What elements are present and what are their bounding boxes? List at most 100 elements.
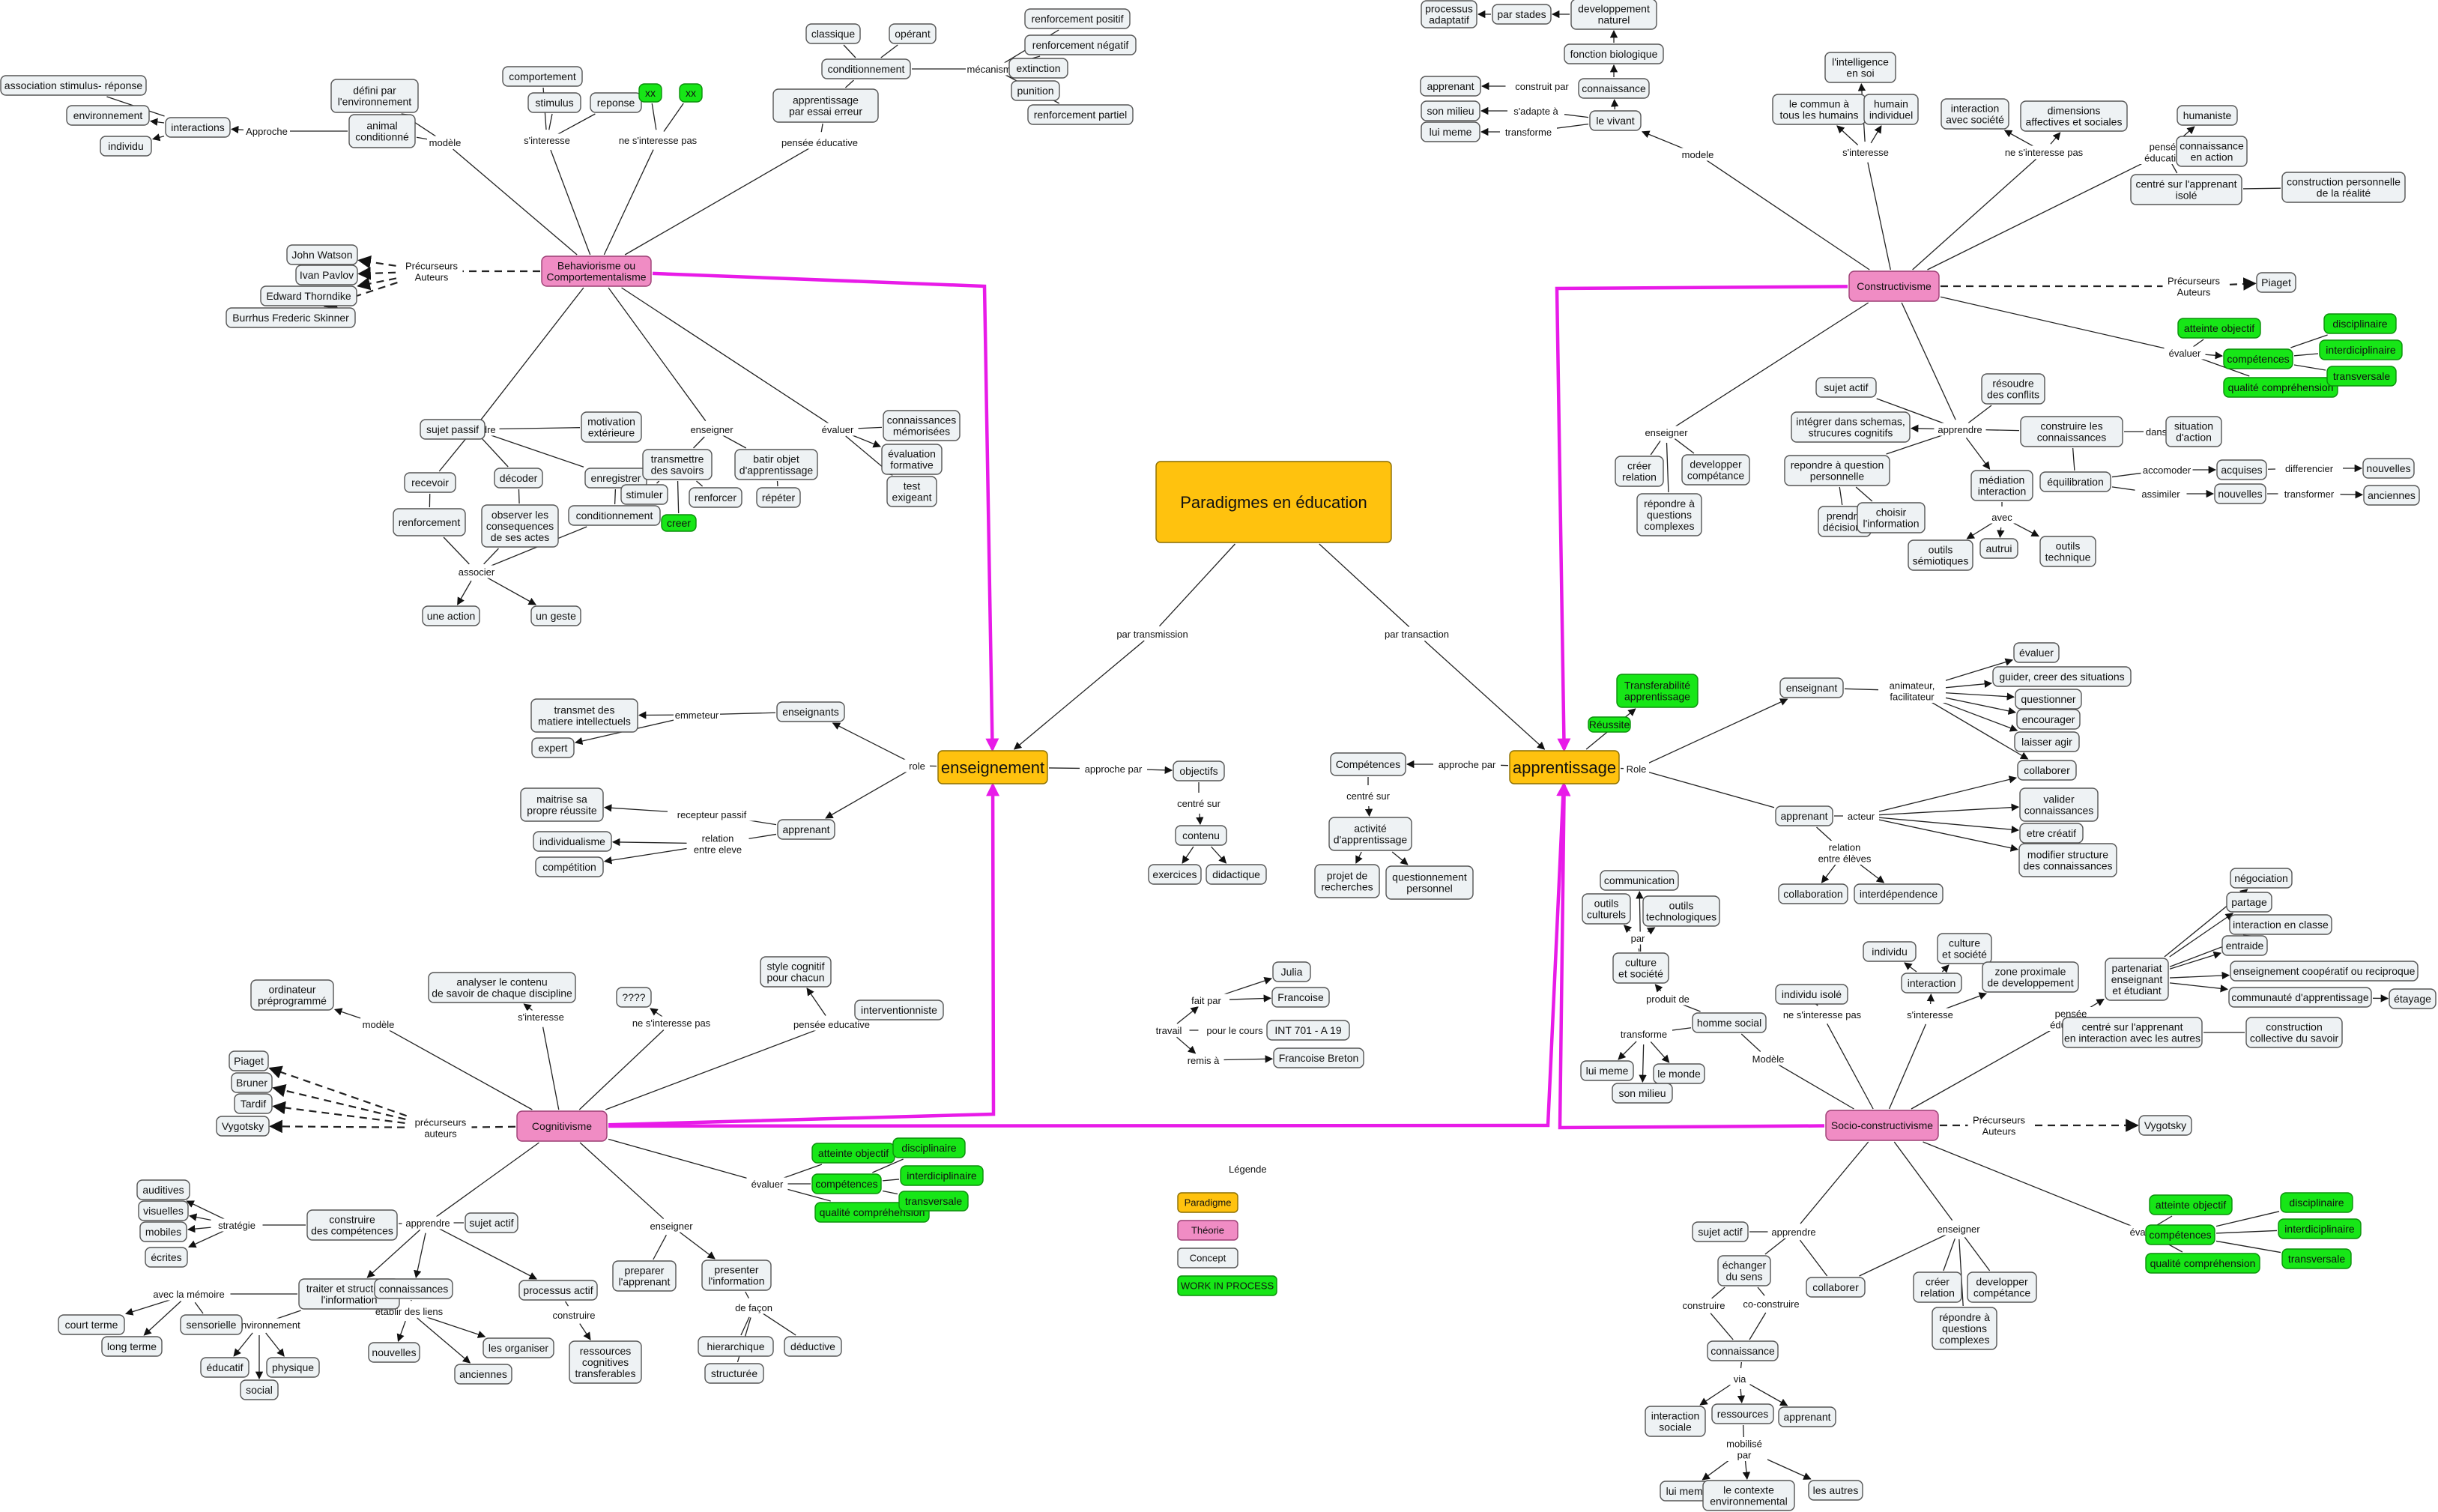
node-k-luimeme[interactable]: lui meme: [1421, 121, 1480, 142]
node-c-nouvelles[interactable]: nouvelles: [368, 1342, 420, 1363]
node-a-creatif[interactable]: etre créatif: [2019, 823, 2084, 844]
node-s-autres[interactable]: les autres: [1808, 1480, 1863, 1501]
node-t-julia[interactable]: Julia: [1272, 961, 1311, 982]
node-s-vygotsky[interactable]: Vygotsky: [2138, 1115, 2192, 1136]
node-b-thorndike[interactable]: Edward Thorndike: [260, 285, 357, 306]
node-c-disciplinaire[interactable]: disciplinaire: [892, 1137, 966, 1158]
node-b-classique[interactable]: classique: [805, 23, 861, 44]
node-k-qualite[interactable]: qualité compréhension: [2223, 377, 2338, 398]
node-s-luimeme[interactable]: lui meme: [1580, 1060, 1634, 1081]
node-b-xx1[interactable]: xx: [638, 83, 662, 103]
node-c-organiser[interactable]: les organiser: [483, 1337, 554, 1358]
node-c-qualite[interactable]: qualité compréhension: [814, 1202, 930, 1223]
node-t-francoise[interactable]: Francoise: [1271, 987, 1330, 1008]
node-b-renforcement[interactable]: renforcement: [393, 508, 466, 536]
node-s-monde[interactable]: le monde: [1653, 1063, 1705, 1084]
node-b-pavlov[interactable]: Ivan Pavlov: [295, 264, 358, 285]
node-a-encourager[interactable]: encourager: [2016, 709, 2081, 730]
node-e-didactique[interactable]: didactique: [1206, 864, 1267, 885]
node-k-acquises[interactable]: acquises: [2216, 459, 2267, 480]
node-b-comportement[interactable]: comportement: [502, 66, 583, 87]
node-enseignement[interactable]: enseignement: [937, 750, 1048, 784]
node-a-laisser[interactable]: laisser agir: [2014, 731, 2080, 752]
node-e-objectifs[interactable]: objectifs: [1173, 760, 1225, 781]
node-k-nouvelles[interactable]: nouvelles: [2362, 458, 2415, 479]
node-a-apprenant[interactable]: apprenant: [1775, 805, 1833, 826]
node-s-enseignement-coop[interactable]: enseignement coopératif ou reciproque: [2230, 961, 2419, 982]
node-b-skinner[interactable]: Burrhus Frederic Skinner: [226, 307, 356, 328]
node-k-interdisciplinaire[interactable]: interdiciplinaire: [2319, 339, 2403, 360]
node-b-decoder[interactable]: décoder: [494, 468, 543, 489]
node-k-atteinte[interactable]: atteinte objectif: [2177, 318, 2261, 339]
node-k-integrer[interactable]: intégrer dans schemas,strucures cognitif…: [1791, 411, 1911, 443]
node-b-assoc[interactable]: association stimulus- réponse: [0, 75, 147, 96]
node-c-piaget[interactable]: Piaget: [229, 1050, 269, 1071]
node-a-competences[interactable]: Compétences: [1330, 752, 1406, 776]
node-c-tardif[interactable]: Tardif: [234, 1093, 273, 1114]
node-s-partage[interactable]: partage: [2226, 892, 2272, 913]
node-e-exercices[interactable]: exercices: [1148, 864, 1202, 885]
node-cog[interactable]: Cognitivisme: [516, 1110, 608, 1142]
node-e-expert[interactable]: expert: [531, 737, 575, 758]
node-c-connaissances[interactable]: connaissances: [374, 1278, 453, 1299]
node-b-sujet[interactable]: sujet passif: [420, 419, 486, 440]
node-b-cond2[interactable]: conditionnement: [568, 505, 661, 526]
node-b-renforcer[interactable]: renforcer: [689, 487, 742, 508]
node-k-sujet[interactable]: sujet actif: [1815, 377, 1877, 398]
node-b-env[interactable]: environnement: [66, 105, 150, 126]
node-s-etayage[interactable]: étayage: [2389, 988, 2437, 1009]
node-soc[interactable]: Socio-constructivisme: [1825, 1110, 1939, 1141]
node-c-structuree[interactable]: structurée: [704, 1363, 764, 1384]
node-b-reponse[interactable]: reponse: [590, 92, 642, 113]
node-c-deductive[interactable]: déductive: [784, 1336, 842, 1357]
node-s-homme[interactable]: homme social: [1692, 1012, 1767, 1033]
node-a-interdependence[interactable]: interdépendence: [1854, 883, 1944, 904]
node-k-transversale[interactable]: transversale: [2326, 366, 2397, 387]
node-c-interventionniste[interactable]: interventionniste: [854, 1000, 944, 1020]
node-k-equilibration[interactable]: équilibration: [2039, 471, 2111, 492]
node-k-apprenant[interactable]: apprenant: [1420, 76, 1481, 97]
node-s-ressources[interactable]: ressources: [1711, 1403, 1774, 1424]
node-c-educatif[interactable]: éducatif: [200, 1357, 249, 1378]
node-s-disciplinaire[interactable]: disciplinaire: [2280, 1192, 2353, 1213]
node-c-ecrites[interactable]: écrites: [145, 1247, 188, 1268]
node-s-competences[interactable]: compétences: [2145, 1224, 2215, 1245]
node-c-processus[interactable]: processus actif: [518, 1280, 598, 1301]
node-b-stimulus[interactable]: stimulus: [527, 92, 581, 113]
node-k-piaget[interactable]: Piaget: [2256, 272, 2296, 293]
node-b-watson[interactable]: John Watson: [286, 244, 358, 265]
node-c-long[interactable]: long terme: [101, 1336, 163, 1357]
node-s-communaute[interactable]: communauté d'apprentissage: [2228, 987, 2372, 1008]
node-a-guider[interactable]: guider, creer des situations: [1992, 666, 2132, 687]
node-apprentissage[interactable]: apprentissage: [1509, 750, 1620, 784]
node-s-qualite[interactable]: qualité compréhension: [2145, 1253, 2260, 1274]
node-b-renf-part[interactable]: renforcement partiel: [1027, 104, 1134, 125]
node-b-punition[interactable]: punition: [1011, 80, 1060, 101]
